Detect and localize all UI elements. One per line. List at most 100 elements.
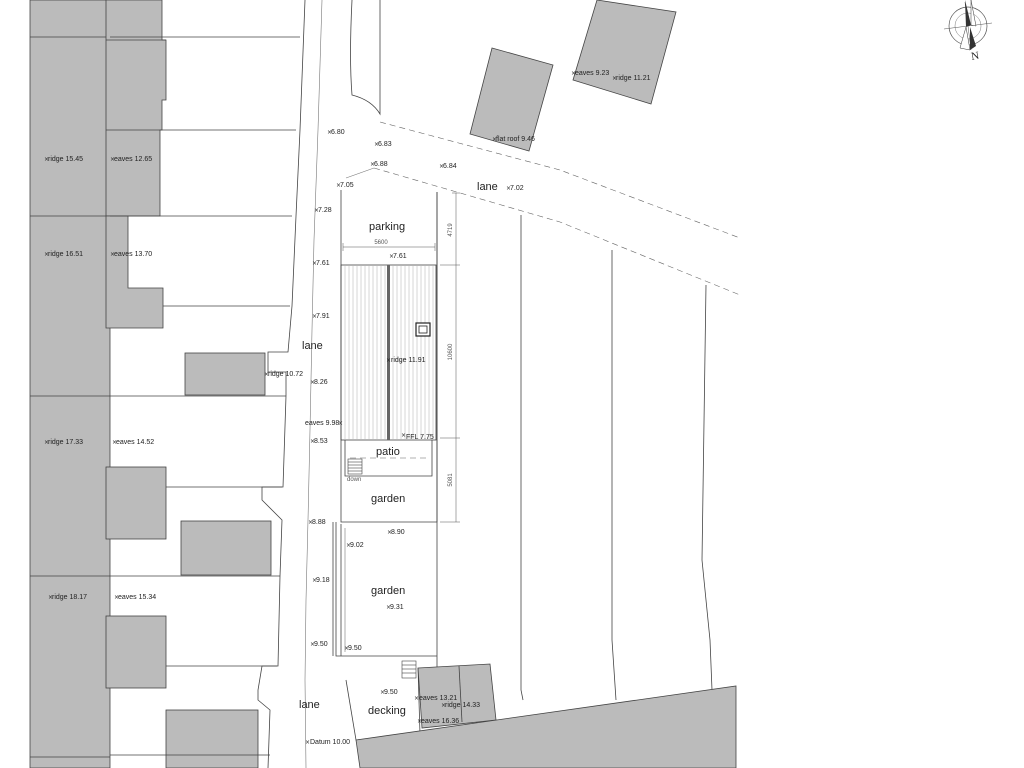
svg-text:×: × [264,371,269,378]
pitched-roof-building [572,0,677,105]
svg-text:×: × [110,251,115,258]
level-683: 6.83 [378,141,392,148]
terrace-building-1 [29,0,111,768]
rear-extension-2 [105,215,164,329]
level-684: 6.84 [443,163,457,170]
svg-text:×: × [441,702,446,709]
south-building-2 [355,685,737,768]
svg-text:×: × [308,519,313,526]
level-705: 7.05 [340,182,354,189]
rear-extension-3 [105,466,167,540]
level-950-garden: 9.50 [348,645,362,652]
level-680: 6.80 [331,129,345,136]
svg-text:×: × [386,357,391,364]
svg-text:×: × [310,438,315,445]
svg-text:×: × [338,420,343,427]
level-918: 9.18 [316,577,330,584]
svg-text:×: × [387,529,392,536]
label-garden-1: garden [371,493,405,505]
level-ridge-1817: ridge 18.17 [52,594,87,601]
svg-text:×: × [374,141,379,148]
svg-text:×: × [346,542,351,549]
level-950-decking: 9.50 [384,689,398,696]
level-761-parking: 7.61 [393,253,407,260]
roof-ridge [387,265,390,440]
level-950-lane: 9.50 [314,641,328,648]
steps-icon [347,458,363,475]
svg-text:×: × [44,156,49,163]
svg-text:×: × [312,260,317,267]
level-728: 7.28 [318,207,332,214]
dim-patio-depth: 5081 [448,473,454,487]
level-ridge-1545: ridge 15.45 [48,156,83,163]
svg-text:×: × [492,136,497,143]
spot-levels: ×6.80 ×6.83 ×6.88 ×6.84 ×7.05 ×7.02 ×7.2… [44,70,651,746]
svg-text:×: × [312,313,317,320]
level-eaves-1370: eaves 13.70 [114,251,152,258]
outbuilding-1 [184,352,266,396]
level-761-lane: 7.61 [316,260,330,267]
outbuilding-2 [180,520,272,576]
terrace-plot-lines [110,0,306,768]
svg-text:×: × [310,641,315,648]
dim-width: 5600 [374,240,388,246]
level-791: 7.91 [316,313,330,320]
level-ridge-1733: ridge 17.33 [48,439,83,446]
svg-text:×: × [439,163,444,170]
level-702: 7.02 [510,185,524,192]
lane-dashed-edge-2 [373,167,741,296]
level-eaves-1534: eaves 15.34 [118,594,156,601]
svg-text:×: × [112,439,117,446]
svg-text:×: × [380,689,385,696]
level-datum: Datum 10.00 [310,739,350,746]
svg-text:×: × [370,161,375,168]
flat-roof-building [469,47,554,152]
level-ridge-1651: ridge 16.51 [48,251,83,258]
level-eaves-1265: eaves 12.65 [114,156,152,163]
rooflight-icon [415,322,431,337]
label-patio: patio [376,446,400,458]
label-decking: decking [368,705,406,717]
neighbour-buildings-south [355,663,737,768]
label-garden-2: garden [371,585,405,597]
level-eaves-1636: eaves 16.36 [421,718,459,725]
level-826: 8.26 [314,379,328,386]
rear-extension-1 [105,0,167,217]
north-arrow-icon: N [943,0,993,63]
boundary-wall-north [350,0,381,116]
north-letter: N [970,50,980,63]
level-ridge-1072: ridge 10.72 [268,371,303,378]
svg-text:×: × [336,182,341,189]
level-ridge-1433: ridge 14.33 [445,702,480,709]
svg-text:×: × [327,129,332,136]
svg-text:×: × [414,695,419,702]
level-eaves-1321: eaves 13.21 [419,695,457,702]
svg-text:×: × [571,70,576,77]
dim-parking-depth: 4719 [448,223,454,237]
dim-building-depth: 10600 [448,343,454,360]
svg-text:×: × [305,739,310,746]
svg-text:×: × [506,185,511,192]
dimension-lines [342,192,460,523]
level-eaves-923: eaves 9.23 [575,70,609,77]
svg-text:×: × [114,594,119,601]
svg-text:×: × [612,75,617,82]
svg-text:×: × [310,379,315,386]
terrace-buildings [29,0,272,768]
lane-edge [304,0,323,768]
level-902: 9.02 [350,542,364,549]
level-ridge-1121: ridge 11.21 [616,75,651,82]
level-931: 9.31 [390,604,404,611]
label-lane-bottom: lane [299,699,320,711]
level-ridge-main: ridge 11.91 [391,357,426,364]
lane-dashed-edge-1 [379,121,741,239]
label-lane-top: lane [477,181,498,193]
svg-text:×: × [314,207,319,214]
level-853: 8.53 [314,438,328,445]
roof-ribs [344,266,434,439]
decking-steps-icon [401,660,417,679]
svg-text:×: × [110,156,115,163]
level-888: 8.88 [312,519,326,526]
svg-text:×: × [417,718,422,725]
